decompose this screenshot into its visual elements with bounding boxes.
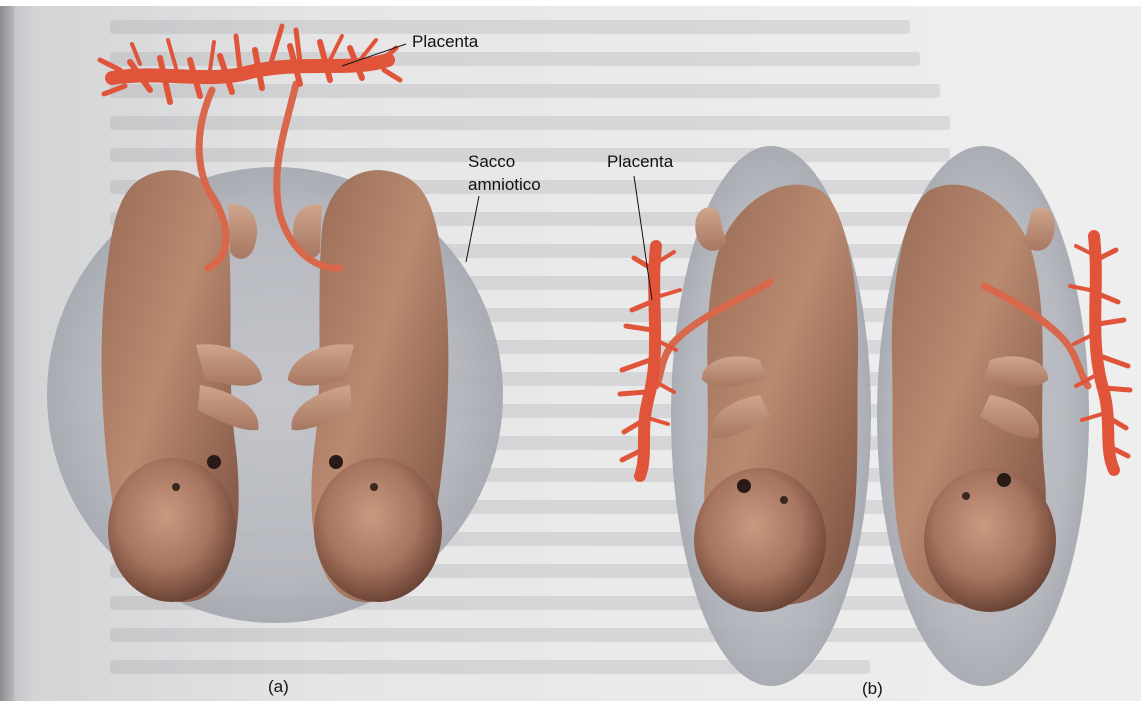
panel-b-caption: (b) [862,679,883,699]
panel-b [620,146,1130,686]
label-placenta-b: Placenta [607,152,673,172]
placenta-a [100,26,400,102]
label-placenta-a: Placenta [412,32,478,52]
top-border [0,0,1147,6]
label-amniotic-sac-line2: amniotico [468,175,541,195]
panel-a-caption: (a) [268,677,289,697]
embryo-b-left [694,185,858,612]
amniotic-sac-leader [466,196,479,262]
placenta-b-leader [634,176,652,300]
placenta-b-left [620,246,680,476]
panel-a [47,26,503,623]
right-border [1141,0,1147,701]
label-amniotic-sac-line1: Sacco [468,152,515,172]
embryo-b-right [892,185,1056,612]
